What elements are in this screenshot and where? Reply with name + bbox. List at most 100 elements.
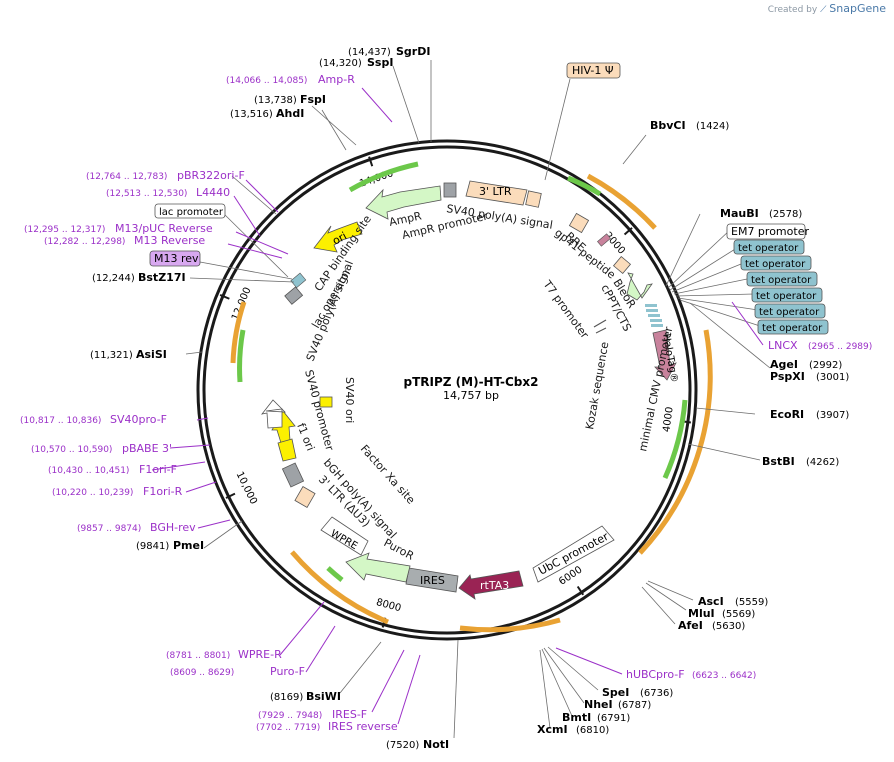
- credit-prefix: Created by: [767, 5, 818, 15]
- primer-site[interactable]: (9857 .. 9874)BGH-rev: [77, 521, 196, 534]
- enzyme-site[interactable]: AgeI(2992): [770, 358, 842, 371]
- primer-site[interactable]: (7702 .. 7719)IRES reverse: [256, 720, 398, 733]
- enzyme-site[interactable]: (14,320)SspI: [319, 56, 393, 69]
- svg-text:EcoRI: EcoRI: [770, 408, 804, 421]
- label-f1-ori: f1 ori: [294, 421, 317, 452]
- enzyme-site[interactable]: (7520)NotI: [386, 738, 449, 751]
- feature-box-m13-rev[interactable]: M13 rev: [149, 250, 201, 267]
- enzyme-site[interactable]: SpeI(6736): [602, 686, 673, 699]
- primer-site[interactable]: LNCX(2965 .. 2989): [768, 339, 872, 352]
- orf-arrow-orange-right: [638, 329, 713, 555]
- svg-text:tet operator: tet operator: [738, 243, 799, 254]
- svg-text:tet operator: tet operator: [745, 259, 806, 270]
- primer-site[interactable]: (10,817 .. 10,836)SV40pro-F: [20, 413, 167, 426]
- enzyme-site[interactable]: EcoRI(3907): [770, 408, 849, 421]
- feature-box-tet-operator[interactable]: tet operator: [754, 303, 826, 319]
- feature-box-tet-operator[interactable]: tet operator: [757, 319, 829, 335]
- feature-ori-arrow[interactable]: [313, 221, 363, 253]
- feature-box-tet-operator[interactable]: tet operator: [740, 255, 812, 271]
- svg-text:(5630): (5630): [712, 621, 745, 632]
- svg-text:(8609 .. 8629): (8609 .. 8629): [170, 668, 234, 678]
- feature-puror-arrow[interactable]: [345, 552, 411, 583]
- feature-halotag-arrow[interactable]: [652, 329, 677, 381]
- primer-site[interactable]: (10,220 .. 10,239)F1ori-R: [52, 485, 183, 498]
- svg-text:SspI: SspI: [367, 56, 393, 69]
- orf-arrow-green-top: [348, 161, 419, 193]
- feature-box-tet-operator[interactable]: tet operator: [751, 287, 823, 303]
- feature-3ltr-top[interactable]: [465, 180, 528, 206]
- enzyme-site[interactable]: (12,244)BstZ17I: [92, 271, 186, 284]
- feature-rtta3-arrow[interactable]: [458, 570, 524, 600]
- orf-arrow-orange-bottom-left: [290, 550, 389, 625]
- svg-text:NheI: NheI: [584, 698, 613, 711]
- svg-text:MluI: MluI: [688, 607, 715, 620]
- primer-site[interactable]: (7929 .. 7948)IRES-F: [258, 708, 367, 721]
- svg-text:LNCX: LNCX: [768, 339, 798, 352]
- feature-wpre-box[interactable]: [320, 516, 369, 556]
- primer-site[interactable]: hUBCpro-F(6623 .. 6642): [626, 668, 756, 681]
- svg-text:pBABE 3': pBABE 3': [122, 442, 172, 455]
- enzyme-labels-left: (14,320)SspI (13,738)FspI (13,516)AhdI (…: [90, 56, 449, 751]
- feature-ampr-arrow[interactable]: [365, 185, 442, 220]
- plasmid-title-group: pTRIPZ (M)-HT-Cbx2 14,757 bp: [404, 375, 539, 402]
- feature-box-tet-operator[interactable]: tet operator: [733, 239, 805, 255]
- primer-site[interactable]: (10,570 .. 10,590)pBABE 3': [31, 442, 172, 455]
- feature-bleor-arrow[interactable]: [626, 272, 653, 301]
- enzyme-site[interactable]: (11,321)AsiSI: [90, 348, 167, 361]
- primer-site[interactable]: (10,430 .. 10,451)F1ori-F: [48, 463, 177, 476]
- primer-site[interactable]: (12,513 .. 12,530)L4440: [106, 186, 230, 199]
- tick-mark: [576, 585, 585, 596]
- enzyme-site[interactable]: BbvCI(1424): [650, 119, 729, 132]
- svg-text:IRES-F: IRES-F: [332, 708, 367, 721]
- primer-site[interactable]: (8609 .. 8629)Puro-F: [170, 665, 305, 678]
- feature-box-tet-operator[interactable]: tet operator: [746, 271, 818, 287]
- enzyme-site[interactable]: XcmI(6810): [537, 723, 609, 736]
- enzyme-site[interactable]: (9841)PmeI: [136, 539, 204, 552]
- enzyme-site[interactable]: (8169)BsiWI: [270, 690, 341, 703]
- primer-site[interactable]: (8781 .. 8801)WPRE-R: [166, 648, 282, 661]
- enzyme-site[interactable]: BmtI(6791): [562, 711, 630, 724]
- orf-arrows: [230, 161, 713, 633]
- feature-sv40-promoter-arrow[interactable]: [261, 399, 287, 429]
- tick-label: 8000: [375, 597, 402, 614]
- svg-text:EM7 promoter: EM7 promoter: [731, 225, 809, 238]
- enzyme-site[interactable]: AscI(5559): [698, 595, 768, 608]
- enzyme-site[interactable]: AfeI(5630): [678, 619, 745, 632]
- svg-text:AgeI: AgeI: [770, 358, 798, 371]
- feature-box-lac-promoter[interactable]: lac promoter: [154, 203, 226, 219]
- svg-text:(13,738): (13,738): [254, 95, 297, 106]
- primer-site[interactable]: (12,295 .. 12,317)M13/pUC Reverse: [24, 222, 213, 235]
- enzyme-site[interactable]: (13,516)AhdI: [230, 107, 304, 120]
- enzyme-site[interactable]: PspXI(3001): [770, 370, 849, 383]
- svg-text:AscI: AscI: [698, 595, 724, 608]
- enzyme-site[interactable]: NheI (6787): [584, 698, 651, 711]
- plasmid-name: pTRIPZ (M)-HT-Cbx2: [404, 375, 539, 389]
- svg-text:tet operator: tet operator: [759, 307, 820, 318]
- enzyme-site[interactable]: MluI(5569): [688, 607, 755, 620]
- enzyme-site[interactable]: BstBI(4262): [762, 455, 839, 468]
- svg-text:(6787): (6787): [618, 700, 651, 711]
- feature-ubc-promoter-arrow[interactable]: [532, 525, 615, 583]
- enzyme-site[interactable]: (14,437)SgrDI: [348, 45, 430, 58]
- svg-text:(12,295 .. 12,317): (12,295 .. 12,317): [24, 225, 105, 235]
- enzyme-site[interactable]: MauBI(2578): [720, 207, 802, 220]
- svg-text:M13 rev: M13 rev: [154, 252, 199, 265]
- primer-site[interactable]: (14,066 .. 14,085)Amp-R: [226, 73, 355, 86]
- tick-label: 4000: [661, 406, 675, 433]
- svg-text:(7520): (7520): [386, 740, 419, 751]
- svg-text:(2578): (2578): [769, 209, 802, 220]
- enzyme-site[interactable]: (13,738)FspI: [254, 93, 326, 106]
- feature-box-em7-promoter[interactable]: EM7 promoter: [726, 223, 809, 240]
- backbone-inner-ring: [202, 145, 692, 635]
- feature-f1ori-tail: [277, 438, 297, 462]
- svg-text:SpeI: SpeI: [602, 686, 629, 699]
- primer-site[interactable]: (12,764 .. 12,783)pBR322ori-F: [86, 169, 245, 182]
- snapgene-logo-icon: ⟋: [820, 5, 827, 15]
- svg-text:(6810): (6810): [576, 725, 609, 736]
- orf-arrow-orange-left: [230, 301, 247, 364]
- primer-site[interactable]: (12,282 .. 12,298)M13 Reverse: [44, 234, 205, 247]
- svg-text:(8169): (8169): [270, 692, 303, 703]
- feature-gp41-box: [597, 233, 611, 247]
- feature-box-hiv1-psi[interactable]: HIV-1 Ψ: [566, 62, 621, 79]
- tick-mark: [219, 293, 230, 300]
